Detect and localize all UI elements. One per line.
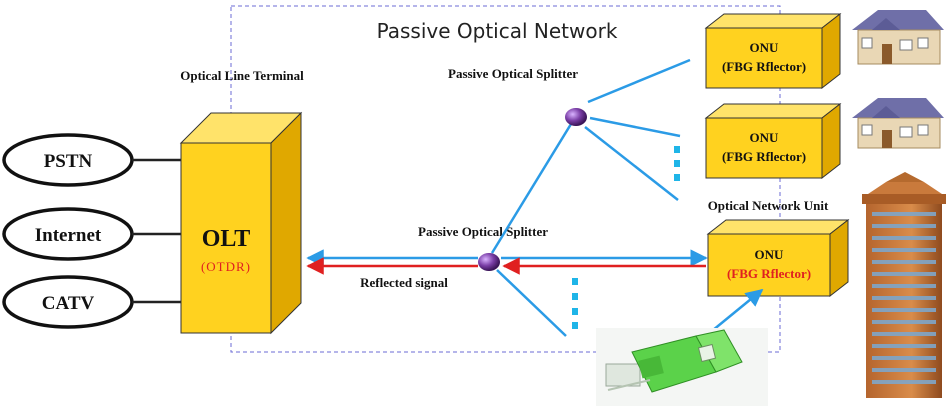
onu-sub: (FBG Rflector): [722, 149, 806, 164]
main-splitter: [478, 253, 500, 271]
onu-sub-highlight: (FBG Rflector): [727, 266, 811, 281]
top-splitter: [565, 108, 587, 126]
source-internet: Internet: [2, 207, 134, 261]
source-label: PSTN: [44, 151, 93, 172]
source-pstn: PSTN: [2, 133, 134, 187]
top-splitter-label: Passive Optical Splitter: [448, 66, 578, 81]
source-label: Internet: [35, 225, 102, 246]
main-splitter-label: Passive Optical Splitter: [418, 224, 548, 239]
olt-sub: (OTDR): [201, 259, 251, 274]
onu-box-1: ONU (FBG Rflector): [704, 12, 842, 90]
fiber-branch-right: [584, 126, 679, 201]
fiber-branch-down: [496, 269, 567, 337]
onu-name: ONU: [755, 247, 785, 262]
onu-box-2: ONU (FBG Rflector): [704, 102, 842, 180]
house-icon: [852, 10, 944, 65]
office-building-icon: [862, 172, 946, 398]
olt-box: OLT (OTDR): [179, 111, 303, 335]
onu-name: ONU: [750, 130, 780, 145]
house-icon: [852, 98, 944, 149]
source-catv: CATV: [2, 275, 134, 329]
more-branches-dots: [572, 278, 578, 329]
fiber-to-onu2: [589, 116, 681, 138]
onu-name: ONU: [750, 40, 780, 55]
fbg-connector-icon: [596, 328, 768, 406]
diagram-title: Passive Optical Network: [377, 19, 618, 43]
onu-sub: (FBG Rflector): [722, 59, 806, 74]
reflected-label: Reflected signal: [360, 275, 448, 290]
onu-box-3: ONU (FBG Rflector): [706, 218, 850, 298]
fiber-to-top-splitter: [490, 123, 573, 254]
olt-name: OLT: [202, 226, 250, 252]
more-branches-dots: [674, 146, 680, 181]
source-label: CATV: [42, 293, 95, 314]
olt-section-label: Optical Line Terminal: [180, 68, 304, 83]
fiber-to-onu1: [587, 58, 691, 104]
pon-boundary: [230, 5, 781, 353]
onu-section-label: Optical Network Unit: [708, 198, 829, 213]
